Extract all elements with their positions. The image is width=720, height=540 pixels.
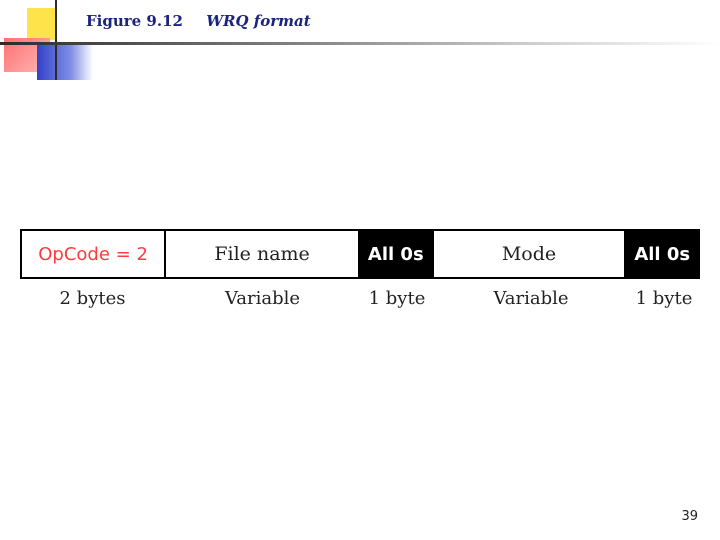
wrq-packet-diagram: OpCode = 2 File name All 0s Mode All 0s <box>20 229 700 279</box>
figure-label: Figure 9.12 <box>86 12 183 30</box>
field-opcode: OpCode = 2 <box>22 231 167 277</box>
figure-caption: WRQ format <box>206 12 311 30</box>
field-terminator-2: All 0s <box>626 231 699 277</box>
decor-horizontal-line <box>0 42 720 45</box>
field-mode: Mode <box>434 231 627 277</box>
decor-vertical-line <box>55 0 57 80</box>
decor-yellow-square <box>27 8 55 40</box>
slide-title: Figure 9.12 WRQ format <box>86 12 311 30</box>
size-opcode: 2 bytes <box>59 287 126 309</box>
size-file-name: Variable <box>224 287 301 309</box>
field-file-name: File name <box>166 231 360 277</box>
size-mode: Variable <box>493 287 569 309</box>
field-terminator-1: All 0s <box>360 231 434 277</box>
size-terminator-2: 1 byte <box>635 287 693 309</box>
size-terminator-1: 1 byte <box>368 287 426 309</box>
page-number: 39 <box>681 509 698 524</box>
field-sizes-row: 2 bytes Variable 1 byte Variable 1 byte <box>20 284 700 312</box>
decor-blue-square <box>37 44 93 80</box>
